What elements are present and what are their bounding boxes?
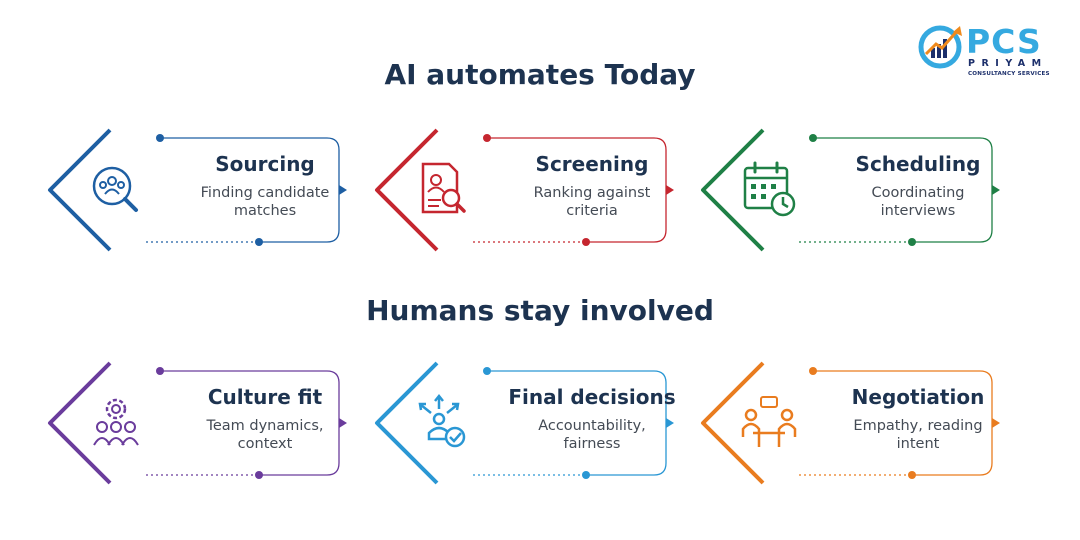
card-desc-line1: Team dynamics,	[206, 418, 324, 434]
connector-dot	[483, 134, 491, 142]
connector-dot	[908, 238, 916, 246]
logo-wordmark: PCS	[966, 22, 1042, 61]
decision-person-icon	[418, 393, 466, 448]
card-frame	[701, 128, 1000, 252]
card-sourcing: Sourcing Finding candidate matches	[48, 128, 350, 252]
section-title-humans: Humans stay involved	[366, 294, 714, 327]
card-negotiation: Negotiation Empathy, reading intent	[701, 361, 1003, 485]
card-desc-line2: interviews	[880, 203, 956, 219]
section-title-ai: AI automates Today	[384, 58, 696, 91]
card-desc-line2: fairness	[563, 436, 621, 452]
card-title: Negotiation	[851, 385, 985, 409]
card-description: Finding candidate matches	[175, 184, 355, 220]
diamond-accent-border	[701, 128, 765, 252]
card-frame	[48, 361, 347, 485]
card-screening: Screening Ranking against criteria	[375, 128, 677, 252]
company-logo: PCS PRIYAM CONSULTANCY SERVICES	[918, 22, 1058, 82]
card-description: Accountability, fairness	[502, 417, 682, 453]
resume-screening-icon	[421, 162, 466, 214]
card-description: Empathy, reading intent	[828, 417, 1008, 453]
growth-chart-logo-icon	[918, 25, 962, 69]
diamond-accent-border	[48, 128, 112, 252]
team-gear-icon	[93, 398, 139, 446]
connector-dot	[908, 471, 916, 479]
card-frame	[375, 128, 674, 252]
card-desc-line1: Accountability,	[538, 418, 646, 434]
card-description: Coordinating interviews	[828, 184, 1008, 220]
arrow-marker	[992, 418, 1000, 428]
search-candidates-icon	[92, 166, 138, 212]
card-desc-line2: intent	[896, 436, 940, 452]
card-desc-line1: Coordinating	[871, 185, 965, 201]
card-desc-line1: Ranking against	[533, 185, 651, 201]
arrow-marker	[992, 185, 1000, 195]
card-desc-line2: context	[237, 436, 293, 452]
arrow-marker	[339, 418, 347, 428]
card-title: Final decisions	[508, 385, 676, 409]
card-description: Team dynamics, context	[175, 417, 355, 453]
connector-dot	[156, 367, 164, 375]
card-title: Sourcing	[215, 152, 315, 176]
negotiation-table-icon	[741, 396, 797, 447]
arrow-marker	[666, 185, 674, 195]
arrow-marker	[666, 418, 674, 428]
card-title: Culture fit	[207, 385, 323, 409]
card-frame	[701, 361, 1000, 485]
card-scheduling: Scheduling Coordinating interviews	[701, 128, 1003, 252]
diamond-accent-border	[48, 361, 112, 485]
connector-dot	[156, 134, 164, 142]
logo-name: PRIYAM	[968, 58, 1048, 69]
connector-dot	[255, 238, 263, 246]
card-desc-line1: Empathy, reading	[853, 418, 983, 434]
diamond-accent-border	[375, 361, 439, 485]
card-desc-line2: criteria	[566, 203, 618, 219]
connector-dot	[483, 367, 491, 375]
connector-dot	[255, 471, 263, 479]
diamond-accent-border	[375, 128, 439, 252]
logo-tagline: CONSULTANCY SERVICES	[968, 71, 1050, 77]
card-title: Scheduling	[855, 152, 981, 176]
card-culture-fit: Culture fit Team dynamics, context	[48, 361, 350, 485]
card-title: Screening	[535, 152, 649, 176]
connector-dot	[809, 134, 817, 142]
card-desc-line2: matches	[233, 203, 297, 219]
card-desc-line1: Finding candidate	[200, 185, 330, 201]
connector-dot	[809, 367, 817, 375]
diamond-accent-border	[701, 361, 765, 485]
connector-dot	[582, 238, 590, 246]
connector-dot	[582, 471, 590, 479]
arrow-marker	[339, 185, 347, 195]
card-description: Ranking against criteria	[502, 184, 682, 220]
card-final-decisions: Final decisions Accountability, fairness	[375, 361, 677, 485]
calendar-clock-icon	[743, 161, 796, 217]
